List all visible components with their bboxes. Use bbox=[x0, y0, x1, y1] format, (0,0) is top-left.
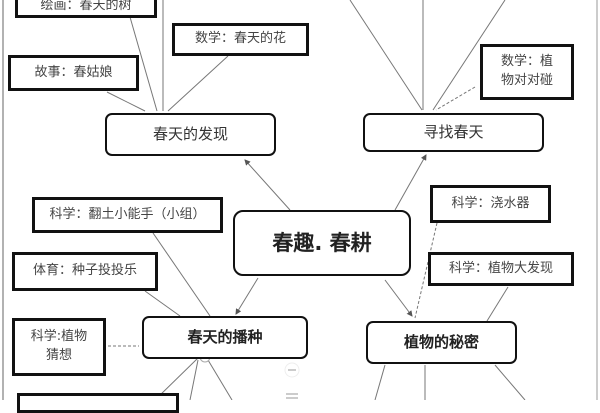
node-pe-seed-toss[interactable]: 体育：种子投投乐 bbox=[12, 252, 158, 291]
node-partial-bottom[interactable] bbox=[17, 393, 179, 413]
node-science-watering-can[interactable]: 科学：浇水器 bbox=[430, 185, 551, 223]
node-science-plant-discovery[interactable]: 科学：植物大发现 bbox=[428, 252, 574, 286]
node-science-soil-turner[interactable]: 科学：翻土小能手（小组） bbox=[32, 197, 223, 233]
center-topic[interactable]: 春趣. 春耕 bbox=[233, 210, 411, 276]
branch-spring-sowing[interactable]: 春天的播种 bbox=[142, 316, 308, 359]
node-drawing-spring-tree[interactable]: 绘画：春天的树 bbox=[15, 0, 157, 18]
node-math-spring-flower[interactable]: 数学：春天的花 bbox=[172, 23, 309, 56]
connector-lines bbox=[2, 0, 598, 400]
branch-plant-secret[interactable]: 植物的秘密 bbox=[366, 321, 517, 364]
node-science-plant-guess[interactable]: 科学:植物猜想 bbox=[12, 318, 106, 376]
menu-icon[interactable] bbox=[286, 393, 298, 399]
branch-spring-discovery[interactable]: 春天的发现 bbox=[105, 113, 276, 156]
node-math-plant-match[interactable]: 数学：植物对对碰 bbox=[480, 44, 574, 100]
node-story-spring-girl[interactable]: 故事：春姑娘 bbox=[8, 55, 139, 91]
branch-find-spring[interactable]: 寻找春天 bbox=[363, 113, 544, 152]
